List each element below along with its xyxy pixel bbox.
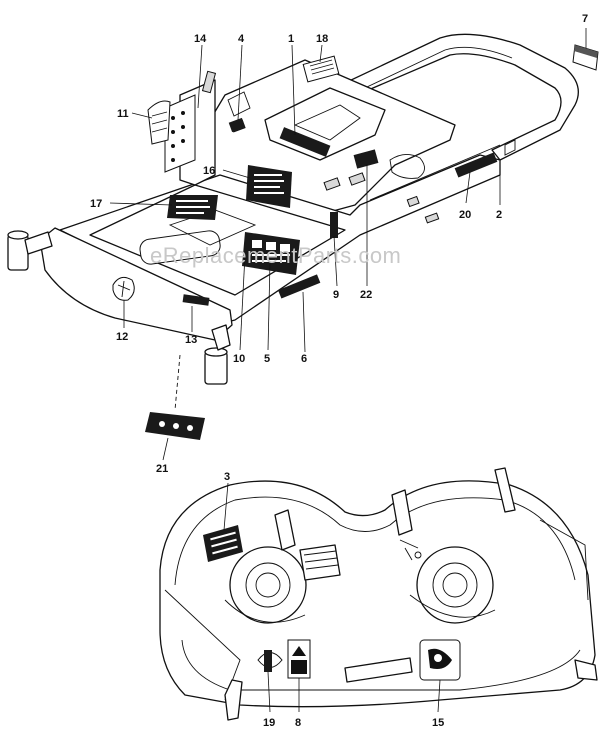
- callout-numbers: 1 2 3 4 5 6 7 8 9 10 11 12 13 14 15 16 1…: [90, 13, 588, 729]
- callout-2: 2: [496, 209, 502, 221]
- callout-21: 21: [156, 463, 168, 475]
- decal-21: [145, 412, 205, 440]
- callout-13: 13: [185, 334, 197, 346]
- callout-1: 1: [288, 33, 294, 45]
- watermark: eReplacementParts.com: [150, 243, 401, 268]
- decal-5-10: [242, 232, 300, 275]
- callout-15: 15: [432, 717, 444, 729]
- decal-14: [164, 94, 196, 173]
- decal-1: [279, 127, 331, 157]
- decal-22: [353, 149, 379, 169]
- callout-6: 6: [301, 353, 307, 365]
- callout-7: 7: [582, 13, 588, 25]
- callout-8: 8: [295, 717, 301, 729]
- front-caster-left: [7, 230, 53, 271]
- callout-4: 4: [238, 33, 245, 45]
- decal-17: [167, 195, 218, 220]
- callout-16: 16: [203, 165, 215, 177]
- callout-19: 19: [263, 717, 275, 729]
- decal-6: [278, 274, 321, 299]
- callout-14: 14: [194, 33, 207, 45]
- callout-20: 20: [459, 209, 471, 221]
- decal-18: [302, 55, 340, 83]
- callout-12: 12: [116, 331, 128, 343]
- decal-9: [330, 212, 338, 238]
- callout-9: 9: [333, 289, 339, 301]
- decal-11: [147, 100, 171, 145]
- front-caster-right: [204, 324, 231, 385]
- callout-11: 11: [117, 108, 129, 120]
- callout-22: 22: [360, 289, 372, 301]
- mower-deck: [159, 467, 598, 721]
- callout-10: 10: [233, 353, 245, 365]
- decal-4: [228, 117, 246, 133]
- callout-17: 17: [90, 198, 102, 210]
- decal-7: [572, 44, 599, 71]
- callout-18: 18: [316, 33, 328, 45]
- decal-20: [454, 152, 498, 178]
- decal-19: [257, 650, 283, 672]
- decal-15: [419, 639, 461, 681]
- leader-lines-upper: [109, 28, 587, 461]
- callout-3: 3: [224, 471, 230, 483]
- decal-3: [203, 525, 243, 562]
- decal-8: [287, 639, 311, 679]
- decal-12-logo: [112, 276, 135, 301]
- callout-5: 5: [264, 353, 270, 365]
- decal-13: [182, 294, 210, 306]
- decal-16: [246, 165, 292, 208]
- leader-lines-lower: [223, 482, 441, 713]
